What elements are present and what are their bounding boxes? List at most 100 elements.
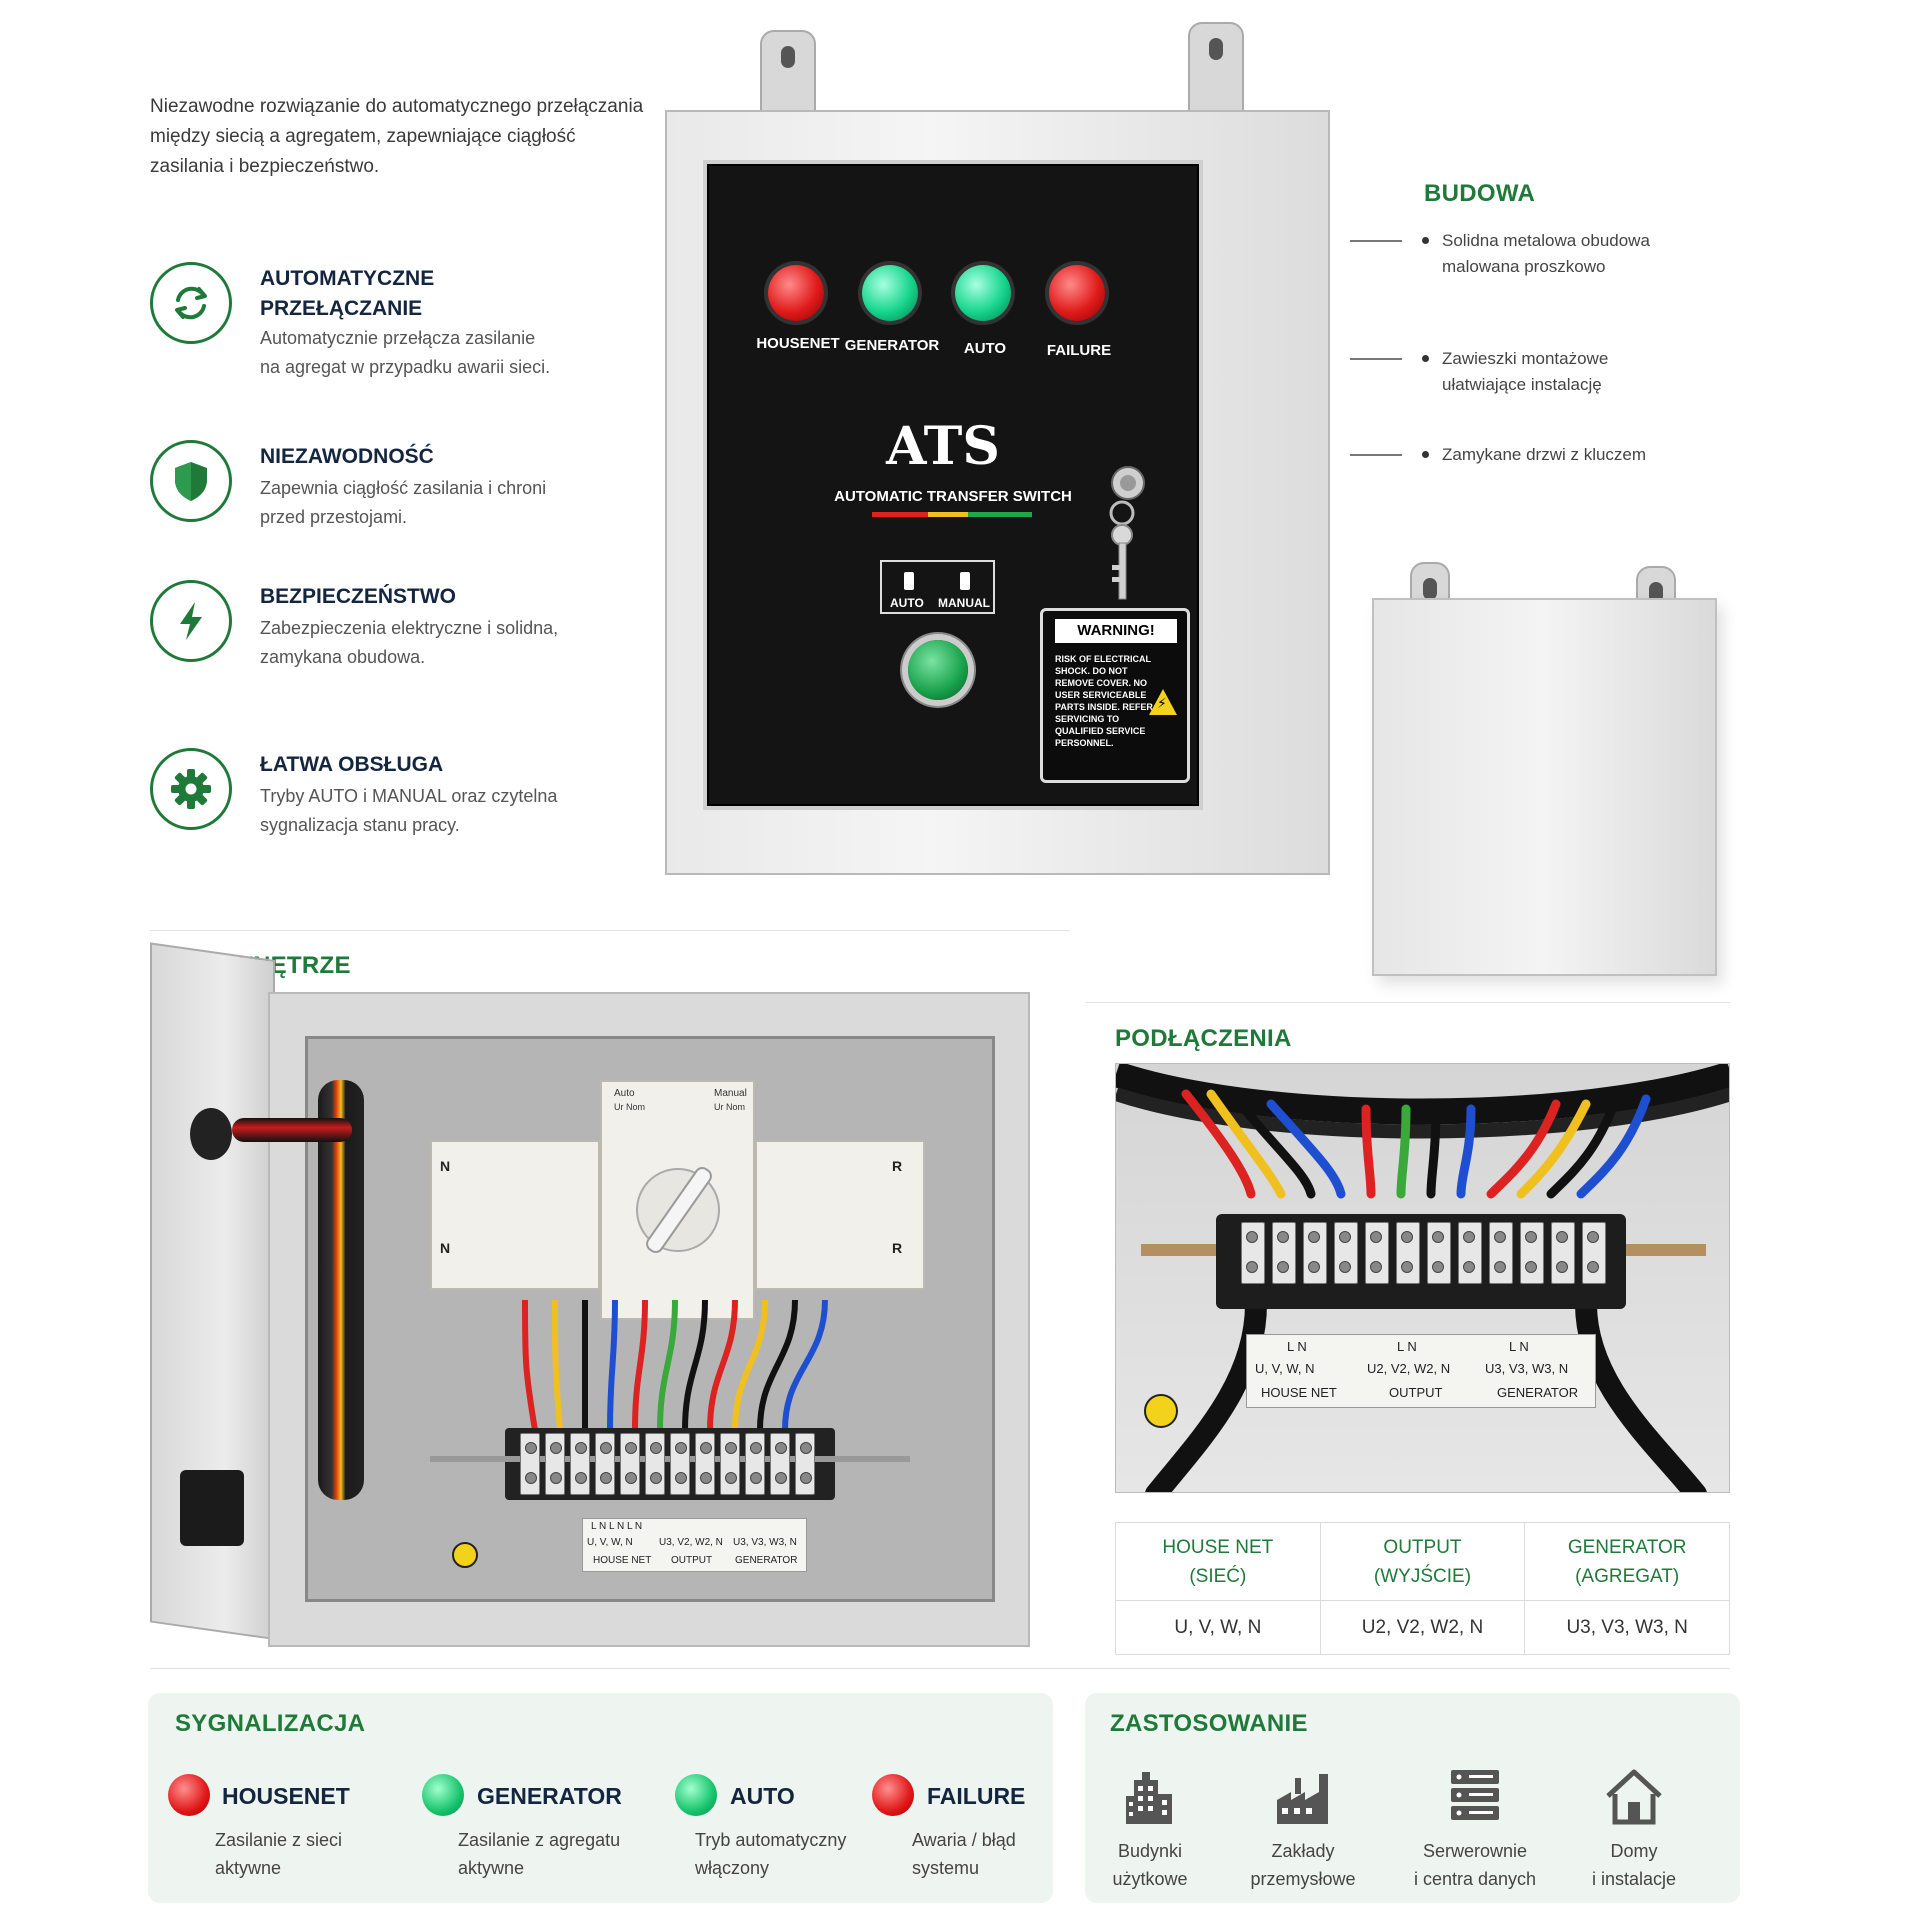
feature-title: ŁATWA OBSŁUGA — [260, 753, 444, 776]
mode-push-button[interactable] — [908, 640, 968, 700]
feature-reliability: NIEZAWODNOŚĆ Zapewnia ciągłość zasilania… — [150, 440, 580, 580]
cable-gland — [190, 1108, 232, 1160]
table-header: OUTPUT(WYJŚCIE) — [1319, 1522, 1526, 1601]
feature-auto-switching: AUTOMATYCZNE PRZEŁĄCZANIE Automatycznie … — [150, 262, 580, 402]
factory-icon — [1273, 1766, 1333, 1826]
failure-signal-lamp — [872, 1774, 914, 1816]
feature-title: AUTOMATYCZNE PRZEŁĄCZANIE — [260, 267, 435, 320]
switch-manual-label: Manual — [714, 1088, 747, 1099]
shield-icon — [150, 440, 232, 522]
ground-icon — [452, 1542, 478, 1568]
warning-text: RISK OF ELECTRICAL SHOCK. DO NOT REMOVE … — [1055, 654, 1153, 748]
ats-color-bar — [872, 512, 1032, 517]
feature-desc: Automatycznie przełącza zasilanie na agr… — [260, 328, 551, 377]
plate-top: L N L N L N — [591, 1521, 643, 1532]
housenet-lamp — [768, 265, 824, 321]
module-label: R — [892, 1158, 903, 1174]
module-label: R — [892, 1240, 903, 1256]
connections-photo: L N L N L N U, V, W, N U2, V2, W2, N U3,… — [1115, 1063, 1730, 1493]
signal-name: HOUSENET — [222, 1783, 350, 1809]
plate-top: L N — [1509, 1339, 1529, 1354]
main-cable — [232, 1118, 352, 1142]
budowa-item-text: Zamykane drzwi z kluczem — [1442, 445, 1647, 464]
table-cell: U3, V3, W3, N — [1524, 1600, 1730, 1655]
plate-mid: U, V, W, N — [1255, 1361, 1315, 1376]
refresh-icon — [150, 262, 232, 344]
signal-name: GENERATOR — [477, 1783, 622, 1809]
divider — [1085, 1002, 1730, 1003]
feature-easy-use: ŁATWA OBSŁUGA Tryby AUTO i MANUAL oraz c… — [150, 748, 580, 888]
switch-manual-sub: Ur Nom — [714, 1102, 745, 1112]
module-label: N — [440, 1240, 451, 1256]
auto-lamp — [955, 265, 1011, 321]
terminal-blocks — [1241, 1222, 1611, 1302]
mode-auto-label: AUTO — [890, 596, 924, 610]
housenet-signal-lamp — [168, 1774, 210, 1816]
plate-bottom: HOUSE NET — [1261, 1385, 1337, 1400]
mode-manual-label: MANUAL — [938, 596, 990, 610]
cable-bundle — [318, 1080, 364, 1500]
auto-signal-lamp — [675, 1774, 717, 1816]
interior-label-plate: L N L N L N U, V, W, N U3, V2, W2, N U3,… — [582, 1518, 807, 1572]
switch-module-right — [755, 1140, 925, 1290]
feature-safety: BEZPIECZEŃSTWO Zabezpieczenia elektryczn… — [150, 580, 580, 720]
plate-top: L N — [1287, 1339, 1307, 1354]
hazard-icon — [1149, 689, 1177, 715]
warning-title: WARNING! — [1055, 619, 1177, 643]
feature-desc: Tryby AUTO i MANUAL oraz czytelna sygnal… — [260, 786, 558, 835]
switch-auto-sub: Ur Nom — [614, 1102, 645, 1112]
office-building-icon — [1120, 1766, 1180, 1826]
plate-bottom: OUTPUT — [1389, 1385, 1443, 1400]
plate-bottom: OUTPUT — [671, 1555, 713, 1566]
wire-harness — [505, 1297, 845, 1433]
plate-mid: U3, V3, W3, N — [733, 1537, 797, 1548]
signal-name: FAILURE — [927, 1783, 1026, 1809]
usage-panel — [1085, 1693, 1740, 1903]
plate-mid: U, V, W, N — [587, 1537, 633, 1548]
lamp-label: HOUSENET — [756, 335, 840, 352]
generator-lamp — [862, 265, 918, 321]
mode-indicator: AUTO MANUAL — [880, 560, 995, 614]
connections-table: HOUSE NET(SIEĆ) OUTPUT(WYJŚCIE) GENERATO… — [1115, 1522, 1730, 1655]
budowa-item-text: Solidna metalowa obudowa malowana proszk… — [1442, 231, 1650, 276]
feature-desc: Zabezpieczenia elektryczne i solidna, za… — [260, 618, 559, 667]
ats-logo: ATS — [886, 416, 1000, 477]
lamp-label: AUTO — [963, 340, 1007, 357]
divider — [150, 930, 1070, 931]
lightning-icon — [150, 580, 232, 662]
module-label: N — [440, 1158, 451, 1174]
ats-subtitle: AUTOMATIC TRANSFER SWITCH — [834, 488, 1072, 505]
key-icon[interactable] — [1108, 465, 1148, 605]
house-icon — [1604, 1766, 1664, 1826]
enclosure-door — [1372, 598, 1717, 976]
terminal-blocks — [520, 1433, 830, 1495]
server-icon — [1445, 1766, 1505, 1826]
connections-label-plate: L N L N L N U, V, W, N U2, V2, W2, N U3,… — [1246, 1334, 1596, 1408]
zastosowanie-heading: ZASTOSOWANIE — [1110, 1710, 1308, 1737]
switch-auto-label: Auto — [614, 1088, 635, 1099]
lamp-label: GENERATOR — [844, 337, 940, 354]
signal-name: AUTO — [730, 1783, 795, 1809]
divider — [150, 1668, 1730, 1669]
intro-text: Niezawodne rozwiązanie do automatycznego… — [150, 96, 644, 177]
mounting-hanger — [1188, 22, 1244, 114]
failure-lamp — [1049, 265, 1105, 321]
plate-bottom: GENERATOR — [1497, 1385, 1579, 1400]
budowa-heading: BUDOWA — [1424, 180, 1536, 207]
plate-bottom: GENERATOR — [735, 1555, 798, 1566]
plate-mid: U3, V3, W3, N — [1485, 1361, 1569, 1376]
lamp-label: FAILURE — [1046, 342, 1112, 359]
ground-icon — [1144, 1394, 1178, 1428]
gear-icon — [150, 748, 232, 830]
plate-mid: U2, V2, W2, N — [1367, 1361, 1451, 1376]
generator-signal-lamp — [422, 1774, 464, 1816]
table-header: GENERATOR(AGREGAT) — [1524, 1522, 1730, 1601]
mounting-hanger — [760, 30, 816, 118]
door-lock — [180, 1470, 244, 1546]
budowa-item-text: Zawieszki montażowe ułatwiające instalac… — [1442, 349, 1609, 394]
